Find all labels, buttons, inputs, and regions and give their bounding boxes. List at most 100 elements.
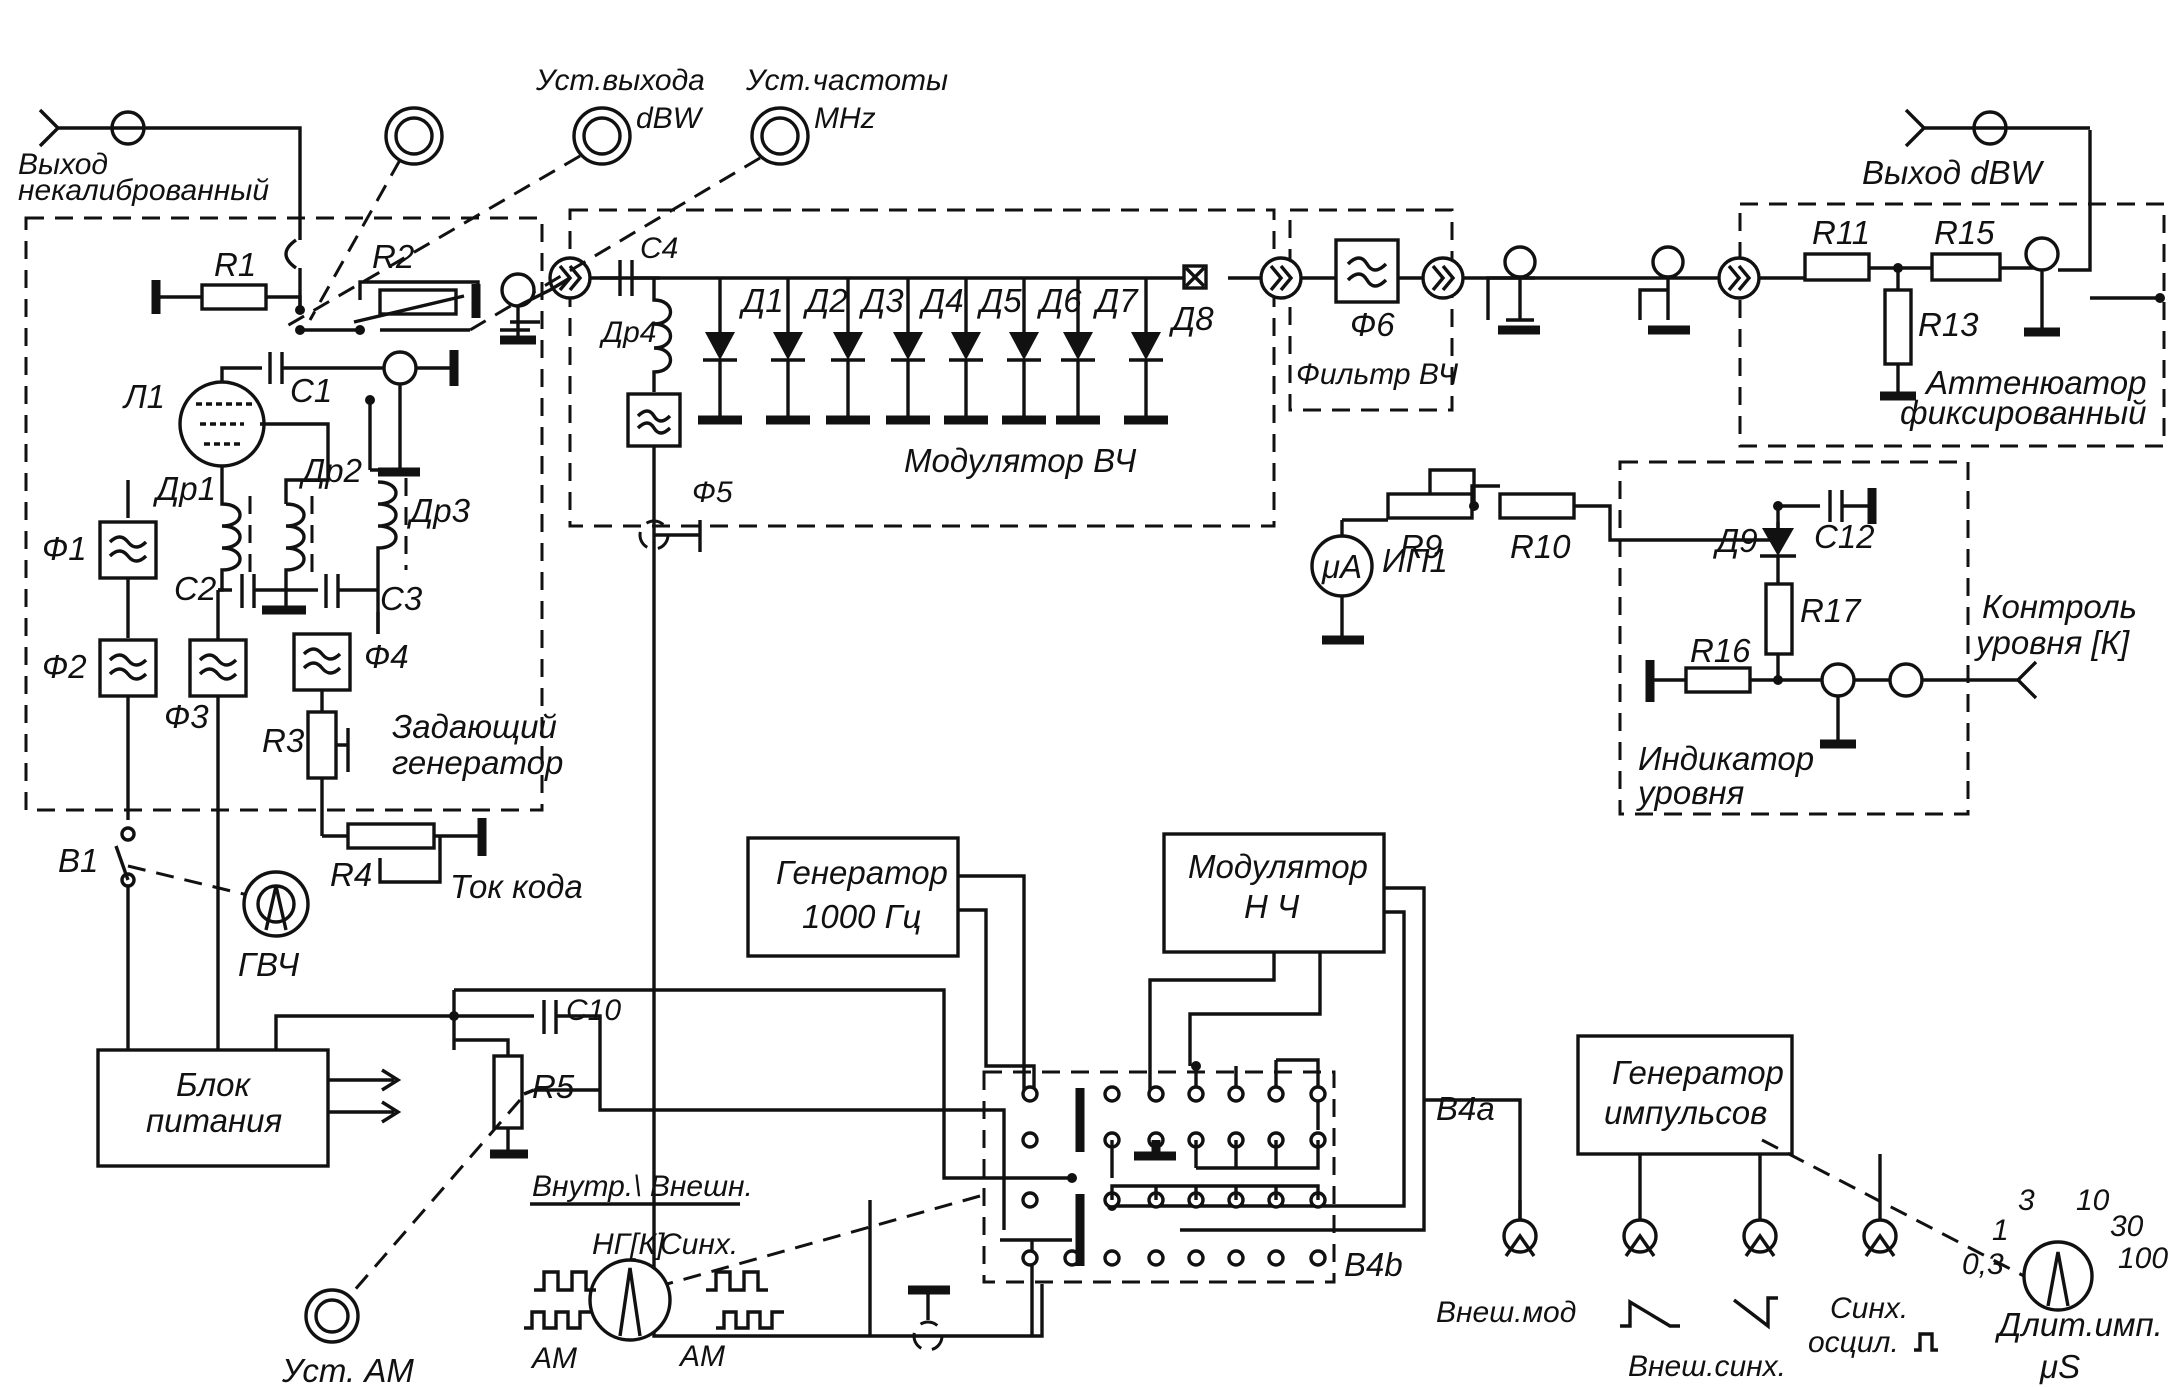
label-sw-ng: НГ[К]	[592, 1228, 665, 1261]
dial-mark: 100	[2118, 1242, 2168, 1275]
label-ua: μA	[1321, 548, 1362, 585]
switch-b1[interactable]	[114, 845, 130, 881]
coax-to-rf	[510, 276, 571, 340]
label-f2: Ф2	[42, 648, 87, 685]
switch-b4a[interactable]	[1021, 1085, 1327, 1178]
label-r17: R17	[1800, 592, 1862, 629]
psu-top-lead	[274, 1014, 454, 1050]
pulse-gen-leads	[1638, 1154, 1882, 1220]
switch-b4b[interactable]	[1021, 1184, 1327, 1267]
label-dr1: Др1	[152, 470, 216, 507]
label-dr2: Др2	[298, 452, 362, 489]
f5-feed	[652, 446, 1044, 1338]
label-c1: C1	[290, 372, 332, 409]
label-d2: Д2	[802, 282, 848, 319]
attenuator-enclosure	[1738, 202, 2166, 448]
square-wave-icon	[706, 1270, 768, 1292]
label-osc-2: генератор	[392, 744, 563, 781]
square-wave-icon	[534, 1270, 596, 1292]
knob-icon[interactable]	[384, 106, 444, 166]
label-gen1000-1: Генератор	[776, 854, 948, 891]
label-psu-1: Блок	[176, 1066, 251, 1103]
gvch-knob[interactable]	[242, 870, 310, 938]
capacitors-c2-c3	[218, 574, 378, 608]
power-supply-block	[96, 1048, 330, 1168]
label-ctrl-2: уровня [К]	[1974, 624, 2130, 661]
label-r5: R5	[532, 1068, 575, 1105]
oscillator-enclosure	[24, 216, 544, 812]
resistor-r11	[1803, 252, 1871, 282]
indicator-line	[1342, 484, 1780, 542]
filter-leads	[320, 612, 380, 712]
r4-wiper	[378, 836, 442, 884]
tube-lead	[368, 400, 420, 472]
r5-leads	[454, 1038, 510, 1150]
resistor-r16	[1684, 666, 1752, 694]
filter-f4-symbol	[302, 647, 342, 675]
psu-feed-lines	[126, 696, 220, 1050]
label-r15: R15	[1934, 214, 1995, 251]
label-pulse-gen-1: Генератор	[1612, 1054, 1784, 1091]
label-ind-2: уровня	[1636, 774, 1744, 811]
label-mod-hf: Модулятор ВЧ	[904, 442, 1137, 479]
pulse-length-knob[interactable]	[2022, 1240, 2094, 1312]
junction-dot	[1469, 501, 1479, 511]
label-r10: R10	[1510, 528, 1571, 565]
ext-sync-connector[interactable]	[1622, 1218, 1658, 1257]
label-set-am: Уст. АМ	[281, 1352, 414, 1387]
vacuum-tube-l1	[178, 366, 300, 480]
label-set-out-1: Уст.выхода	[535, 64, 705, 97]
label-sw-am1: АМ	[530, 1342, 577, 1375]
label-r16: R16	[1690, 632, 1751, 669]
label-set-freq-2: MHz	[814, 102, 876, 135]
lf-modulator-block	[1162, 832, 1386, 954]
label-d6: Д6	[1036, 282, 1082, 319]
label-r11: R11	[1812, 214, 1870, 251]
label-c3: C3	[380, 580, 423, 617]
label-l1: Л1	[122, 378, 165, 415]
resistor-r10	[1498, 492, 1576, 520]
label-d8: Д8	[1168, 300, 1214, 337]
sync-osc-connector[interactable]	[1862, 1218, 1898, 1257]
set-am-knob[interactable]	[304, 1288, 360, 1344]
resistor-r15	[1930, 252, 2002, 282]
label-pulse-len-2: μS	[2039, 1348, 2080, 1385]
label-dr4: Др4	[599, 316, 657, 349]
label-sync-osc-1: Синх.	[1830, 1292, 1908, 1325]
r3-r4-link	[320, 778, 482, 838]
r3-wiper	[336, 728, 350, 772]
d9-bar	[1760, 554, 1796, 584]
label-dr3: Др3	[406, 492, 471, 529]
mech-link	[1761, 1138, 2025, 1278]
mode-selector-knob[interactable]	[588, 1258, 672, 1342]
resistor-r4	[346, 822, 436, 850]
dial-mark: 1	[1992, 1214, 2009, 1247]
junction-dot	[1067, 1173, 1077, 1183]
choke-dr3	[376, 480, 398, 590]
junction-dot	[295, 325, 305, 335]
label-gvch: ГВЧ	[238, 946, 300, 983]
label-d7: Д7	[1092, 282, 1139, 319]
level-control-connector[interactable]	[1888, 662, 1924, 698]
label-ip1: ИП1	[1382, 542, 1448, 579]
filter-f4	[292, 632, 352, 692]
filter-f3-symbol	[198, 653, 238, 681]
label-pulse-gen-2: импульсов	[1604, 1094, 1767, 1131]
ext-sync2-connector[interactable]	[1742, 1218, 1778, 1257]
junction-dot	[2155, 293, 2165, 303]
choke-dr4	[652, 278, 672, 392]
label-ctrl-1: Контроль	[1982, 588, 2137, 625]
label-osc-1: Задающий	[392, 708, 557, 745]
dial-mark: 30	[2110, 1210, 2144, 1243]
filter-f5-symbol	[636, 409, 672, 435]
label-r2: R2	[372, 238, 414, 275]
set-output-knob[interactable]	[572, 106, 632, 166]
resistor-r9	[1386, 492, 1474, 520]
filter-f1	[98, 520, 158, 580]
generator-1000hz-block	[746, 836, 960, 958]
set-frequency-knob[interactable]	[750, 106, 810, 166]
resistor-r1	[200, 283, 268, 311]
label-f4: Ф4	[364, 638, 409, 675]
sawtooth-rising-icon	[1620, 1298, 1680, 1328]
